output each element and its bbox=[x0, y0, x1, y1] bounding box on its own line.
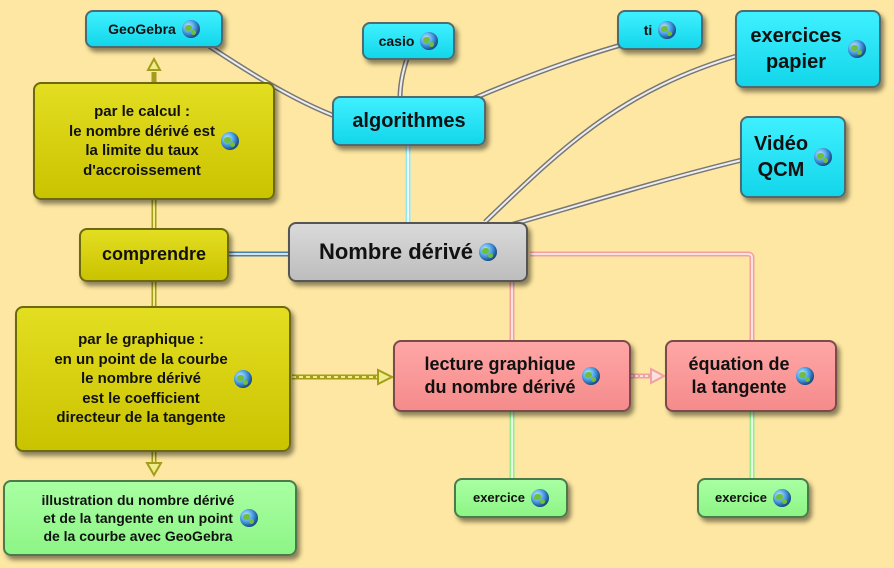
arrow-down-illustration bbox=[145, 462, 163, 477]
link-algorithmes-ti bbox=[469, 37, 641, 103]
node-exercices-papier[interactable]: exercices papier bbox=[735, 10, 881, 88]
node-video-qcm[interactable]: Vidéo QCM bbox=[740, 116, 846, 198]
node-par-le-calcul[interactable]: par le calcul : le nombre dérivé est la … bbox=[33, 82, 275, 200]
globe-icon[interactable] bbox=[479, 243, 498, 261]
node-exercice-1[interactable]: exercice bbox=[454, 478, 568, 518]
node-par-le-calcul-label: par le calcul : le nombre dérivé est la … bbox=[69, 103, 215, 179]
link-nombre-derive-video bbox=[499, 157, 743, 231]
link-graphique-lecture bbox=[292, 368, 395, 386]
node-ti-label: ti bbox=[643, 21, 653, 38]
node-nombre-derive-label: Nombre dérivé bbox=[318, 238, 474, 264]
node-lecture-graphique-label: lecture graphique du nombre dérivé bbox=[424, 353, 576, 397]
globe-icon[interactable] bbox=[847, 40, 866, 58]
link-lecture-equation bbox=[630, 367, 667, 385]
globe-icon[interactable] bbox=[581, 367, 600, 385]
link-algorithmes-casio bbox=[397, 54, 411, 99]
node-lecture-graphique[interactable]: lecture graphique du nombre dérivé bbox=[393, 340, 631, 412]
globe-icon[interactable] bbox=[233, 370, 252, 388]
link-nombre-derive-equation bbox=[530, 251, 755, 340]
node-equation-tangente-label: équation de la tangente bbox=[688, 353, 790, 397]
node-ti[interactable]: ti bbox=[617, 10, 703, 50]
node-casio-label: casio bbox=[378, 32, 415, 49]
globe-icon[interactable] bbox=[181, 20, 200, 38]
globe-icon[interactable] bbox=[814, 148, 833, 166]
node-comprendre-label: comprendre bbox=[101, 244, 207, 265]
node-geogebra[interactable]: GeoGebra bbox=[85, 10, 223, 48]
node-exercices-papier-label: exercices papier bbox=[750, 25, 842, 73]
node-nombre-derive[interactable]: Nombre dérivé bbox=[288, 222, 528, 282]
node-equation-tangente[interactable]: équation de la tangente bbox=[665, 340, 837, 412]
node-geogebra-label: GeoGebra bbox=[108, 20, 176, 37]
node-exercice-1-label: exercice bbox=[472, 489, 526, 505]
globe-icon[interactable] bbox=[795, 367, 814, 385]
node-illustration[interactable]: illustration du nombre dérivé et de la t… bbox=[3, 480, 297, 556]
globe-icon[interactable] bbox=[773, 489, 792, 507]
globe-icon[interactable] bbox=[220, 132, 239, 150]
node-algorithmes-label: algorithmes bbox=[352, 110, 466, 132]
node-par-le-graphique[interactable]: par le graphique : en un point de la cou… bbox=[15, 306, 291, 452]
globe-icon[interactable] bbox=[658, 21, 677, 39]
node-par-le-graphique-label: par le graphique : en un point de la cou… bbox=[54, 331, 228, 427]
node-comprendre[interactable]: comprendre bbox=[79, 228, 229, 282]
node-exercice-2[interactable]: exercice bbox=[697, 478, 809, 518]
globe-icon[interactable] bbox=[240, 509, 259, 527]
globe-icon[interactable] bbox=[531, 489, 550, 507]
globe-icon[interactable] bbox=[420, 32, 439, 50]
node-algorithmes[interactable]: algorithmes bbox=[332, 96, 486, 146]
node-illustration-label: illustration du nombre dérivé et de la t… bbox=[41, 491, 235, 545]
node-video-qcm-label: Vidéo QCM bbox=[753, 133, 809, 181]
node-casio[interactable]: casio bbox=[362, 22, 455, 60]
link-nombre-derive-exercices bbox=[483, 52, 741, 224]
arrow-up-geogebra bbox=[146, 56, 162, 71]
node-exercice-2-label: exercice bbox=[714, 489, 768, 505]
